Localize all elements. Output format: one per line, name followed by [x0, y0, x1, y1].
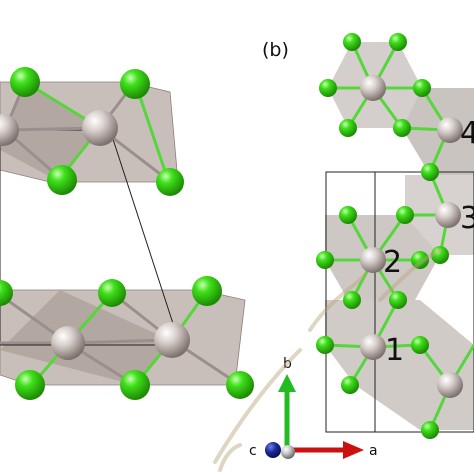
metal-atom — [82, 110, 118, 146]
cl-atom — [120, 69, 150, 99]
cl-atom — [98, 279, 126, 307]
c-axis-dot — [265, 442, 281, 458]
cl-atom — [343, 291, 361, 309]
a-axis-label: a — [369, 443, 378, 459]
panel-a — [0, 67, 254, 400]
cl-atom — [156, 168, 184, 196]
cl-atom — [421, 163, 439, 181]
atom-label-4: 4 — [460, 116, 474, 151]
metal-atom — [154, 322, 190, 358]
cl-atom — [319, 79, 337, 97]
c-axis-label: c — [249, 443, 257, 459]
origin-dot — [281, 445, 295, 459]
cl-atom — [226, 371, 254, 399]
cl-atom — [339, 119, 357, 137]
metal-atom — [360, 75, 386, 101]
b-axis-label: b — [283, 356, 292, 372]
axis-triad: b a c — [249, 356, 378, 459]
cl-atom — [15, 370, 45, 400]
atom-label-1: 1 — [385, 333, 404, 368]
cl-atom — [341, 376, 359, 394]
metal-atom — [0, 114, 19, 146]
cl-atom — [411, 336, 429, 354]
cl-atom — [0, 280, 13, 306]
watermark — [213, 248, 442, 472]
a-axis-arrowhead — [343, 441, 364, 459]
unit-cell-outline-b — [325, 171, 474, 433]
cl-atom — [396, 206, 414, 224]
panel-b: (b) 1 2 3 4 b a c — [249, 33, 474, 459]
cl-atom — [411, 251, 429, 269]
cl-atom — [431, 246, 449, 264]
cl-atom — [316, 251, 334, 269]
cl-atom — [339, 206, 357, 224]
cl-atom — [389, 291, 407, 309]
metal-atom — [437, 117, 463, 143]
metal-atom — [51, 326, 85, 360]
cl-atom — [413, 79, 431, 97]
cl-atom — [393, 119, 411, 137]
cl-atom — [47, 165, 77, 195]
metal-atom — [360, 247, 386, 273]
lower-layer-facet — [0, 290, 170, 385]
cl-atom — [10, 67, 40, 97]
cl-atom — [343, 33, 361, 51]
cl-atom — [120, 370, 150, 400]
metal-atom — [437, 372, 463, 398]
cl-atom — [389, 33, 407, 51]
cl-atom — [316, 336, 334, 354]
panel-b-label: (b) — [262, 39, 289, 61]
cl-atom — [192, 276, 222, 306]
b-axis-arrowhead — [278, 374, 296, 392]
metal-atom — [435, 202, 461, 228]
atom-label-3: 3 — [460, 201, 474, 236]
atom-label-2: 2 — [383, 245, 402, 280]
lower-polyhedra — [325, 300, 474, 430]
metal-atom — [360, 334, 386, 360]
cl-atom — [421, 421, 439, 439]
